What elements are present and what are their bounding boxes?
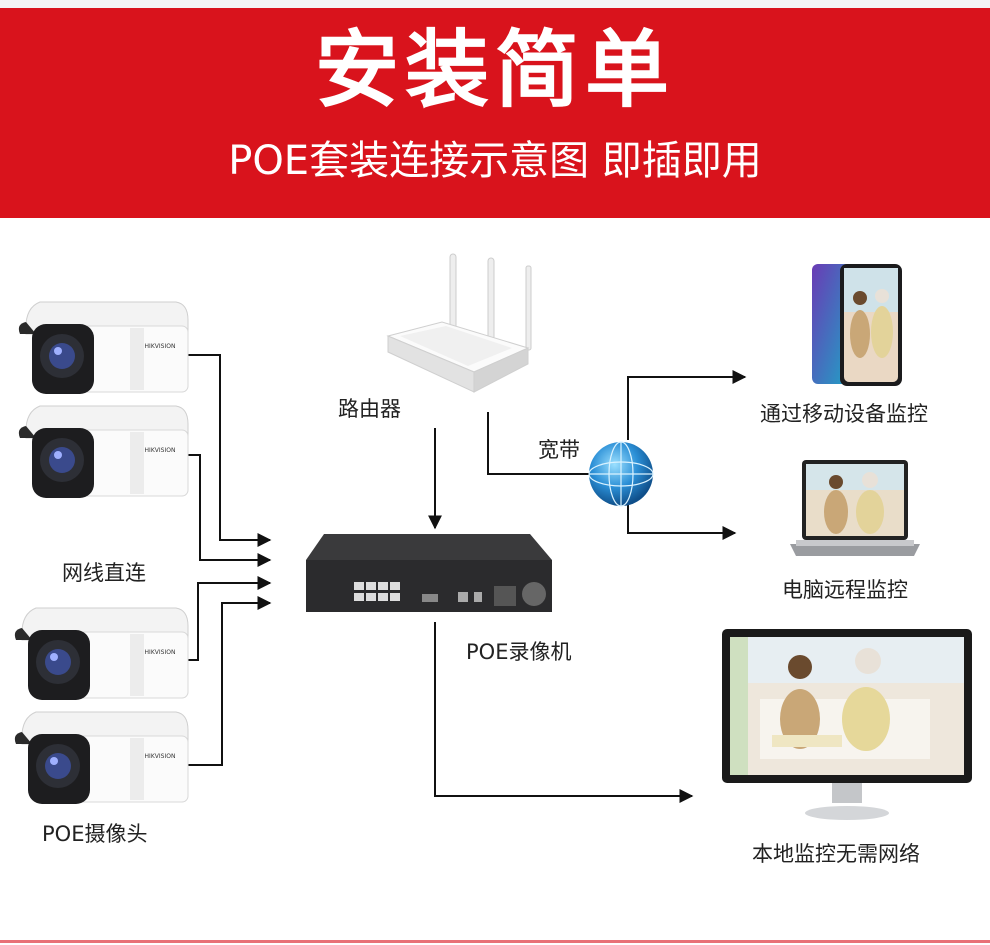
broadband-label: 宽带	[538, 438, 580, 462]
router-image	[386, 253, 532, 393]
camera-brand-text: HIKVISION	[145, 649, 176, 656]
poe-camera: HIKVISION	[18, 301, 189, 394]
page-subtitle: POE套装连接示意图 即插即用	[228, 138, 762, 184]
mobile-phone-image	[812, 264, 902, 386]
header-banner	[0, 8, 990, 218]
poe-camera-label: POE摄像头	[42, 822, 148, 846]
laptop-image	[790, 460, 920, 556]
monitor-image	[722, 629, 972, 820]
poe-camera: HIKVISION	[18, 405, 189, 498]
cable-router-broadband	[487, 412, 595, 475]
local-monitor-label: 本地监控无需网络	[752, 842, 920, 866]
cable-camera-4	[188, 596, 272, 766]
cable-to-laptop	[627, 505, 737, 540]
router-label: 路由器	[338, 397, 401, 421]
cable-to-local-monitor	[434, 622, 694, 803]
page-title: 安装简单	[314, 21, 675, 119]
poe-camera: HIKVISION	[14, 607, 189, 700]
cable-camera-1	[188, 354, 272, 547]
camera-brand-text: HIKVISION	[145, 753, 176, 760]
poe-nvr-label: POE录像机	[466, 640, 572, 664]
poe-camera: HIKVISION	[14, 711, 189, 804]
cable-to-mobile	[627, 370, 747, 440]
poe-nvr-image	[306, 534, 552, 612]
cable-camera-2	[188, 454, 272, 567]
pc-remote-label: 电脑远程监控	[782, 578, 908, 602]
direct-cable-label: 网线直连	[62, 561, 146, 585]
camera-brand-text: HIKVISION	[145, 447, 176, 454]
mobile-monitor-label: 通过移动设备监控	[760, 402, 928, 426]
internet-globe-icon	[588, 441, 654, 507]
cable-camera-3	[188, 576, 272, 661]
top-strip	[0, 0, 990, 10]
camera-brand-text: HIKVISION	[145, 343, 176, 350]
bottom-divider	[0, 940, 990, 943]
